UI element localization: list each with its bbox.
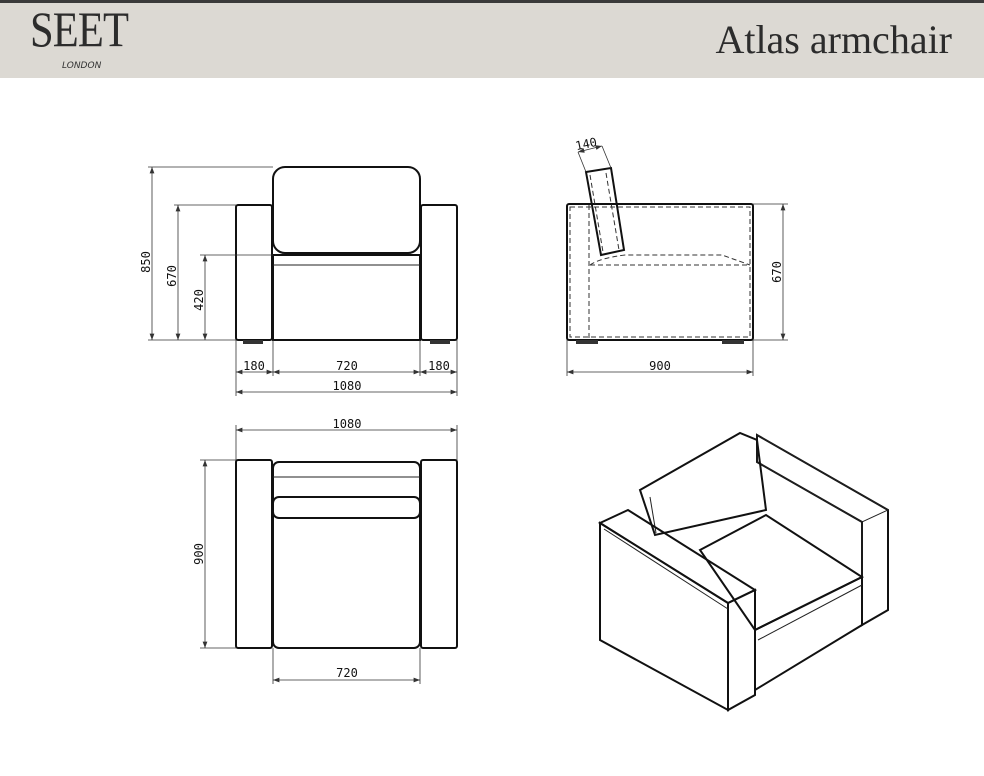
dim-back-thickness: 140 — [574, 135, 598, 153]
side-view: 140 670 900 — [566, 135, 788, 376]
header: SEET LONDON Atlas armchair — [0, 0, 984, 78]
dim-width-total: 1080 — [333, 379, 362, 393]
dim-side-height: 670 — [770, 261, 784, 283]
dim-width-arm-left: 180 — [243, 359, 265, 373]
top-view: 1080 900 720 — [192, 417, 458, 684]
dim-top-depth: 900 — [192, 543, 206, 565]
dim-height-arm: 670 — [165, 265, 179, 287]
dim-height-seat: 420 — [192, 289, 206, 311]
brand-subtitle: LONDON — [62, 61, 102, 71]
brand-logo: SEET — [30, 1, 129, 57]
dim-height-total: 850 — [139, 251, 153, 273]
dim-depth: 900 — [649, 359, 671, 373]
front-view: 850 670 420 180 720 180 1080 — [139, 166, 458, 396]
dim-width-seat: 720 — [336, 359, 358, 373]
isometric-view — [597, 431, 890, 712]
page-title: Atlas armchair — [715, 17, 952, 62]
dim-top-seat-width: 720 — [336, 666, 358, 680]
dim-top-width: 1080 — [333, 417, 362, 431]
dim-width-arm-right: 180 — [428, 359, 450, 373]
